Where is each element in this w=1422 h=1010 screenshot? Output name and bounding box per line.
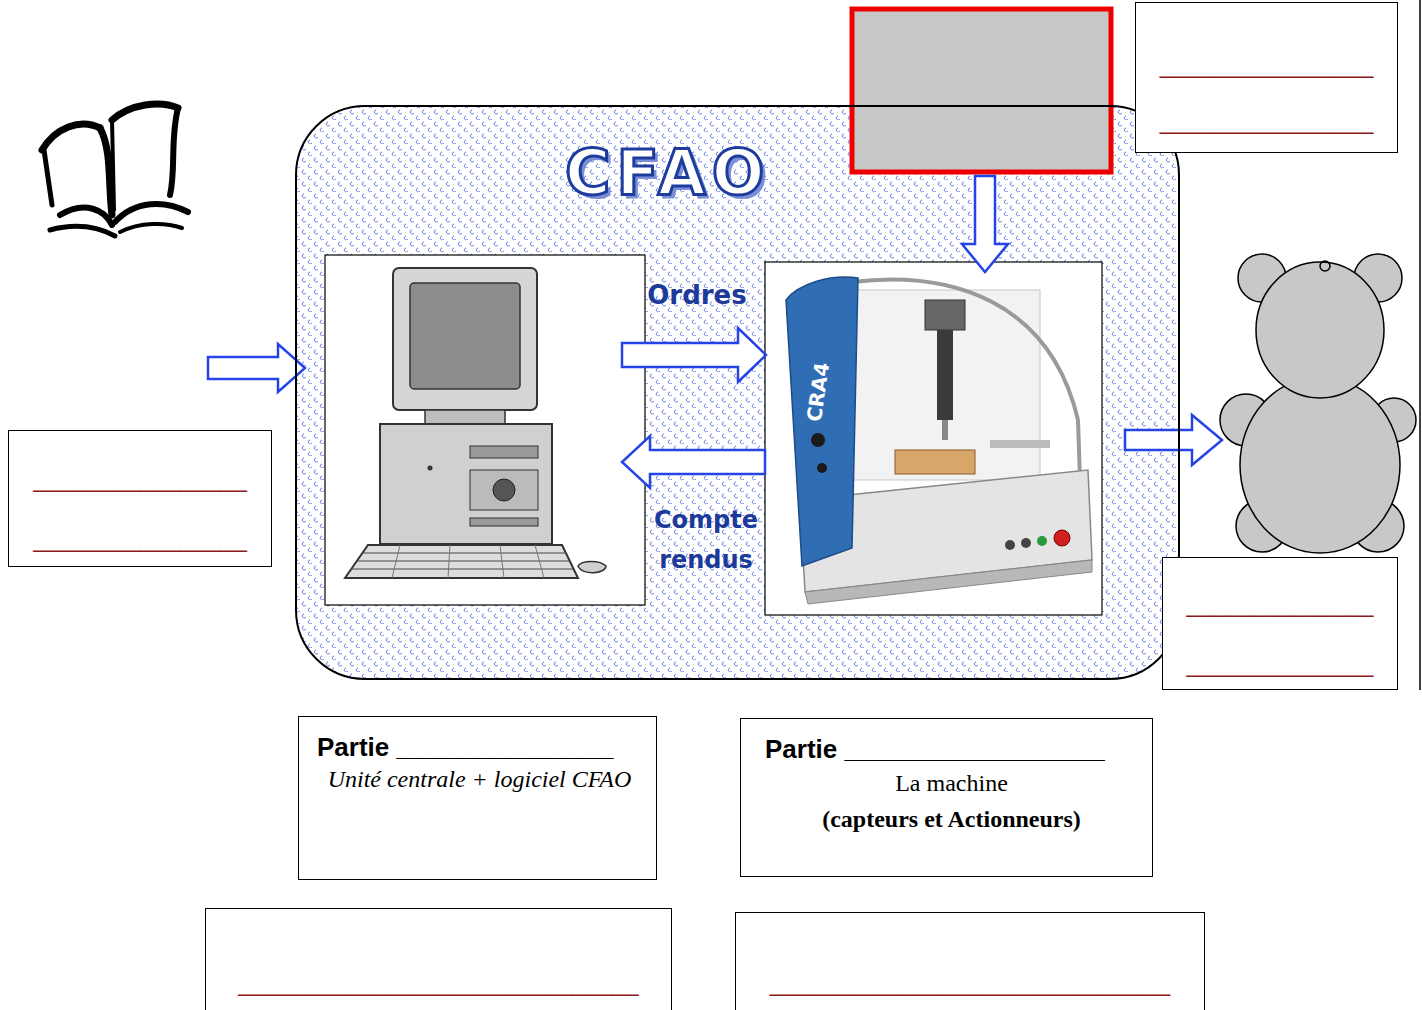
region-title: CFAO [565,139,770,207]
answer-line: ______________________________ [744,969,1196,997]
flow-label: Ordres [636,278,758,312]
answer-line: ______________ [1169,650,1391,678]
system-region: CFAO [295,105,1180,680]
region-ground [296,106,1179,679]
bear-picture [1220,254,1416,553]
part-description: Unité centrale + logiciel CFAO [317,765,642,793]
flow-label: Compte rendus [644,500,768,580]
computer-picture [325,255,645,605]
answer-box: ______________________________ [735,912,1205,1010]
answer-box: ______________________________ [205,908,672,1010]
gray-panel [852,9,1111,172]
book-icon [42,104,188,236]
part-description: La machine [765,769,1138,797]
answer-box: ________________ ________________ [1135,2,1398,153]
answer-line: ______________________________ [214,969,663,997]
page-rule [1419,0,1421,690]
answer-line: ________________ [15,465,265,493]
machine-brand: CRA4 [801,351,836,434]
flow-arrow [208,176,1222,488]
answer-line: ________________ [1142,107,1391,135]
part-description: (capteurs et Actionneurs) [765,805,1138,833]
answer-line: ________________ [15,525,265,553]
answer-box: ________________ ________________ [8,430,272,567]
part-heading: Partie _______________ [317,731,642,763]
part-box: Partie __________________ La machine (capt… [740,718,1153,877]
answer-line: ________________ [1142,51,1391,79]
answer-box: ______________ ______________ [1162,557,1398,690]
part-heading: Partie __________________ [765,733,1138,765]
machine-picture [765,262,1102,615]
part-box: Partie _______________Unité centrale + l… [298,716,657,880]
answer-line: ______________ [1169,590,1391,618]
